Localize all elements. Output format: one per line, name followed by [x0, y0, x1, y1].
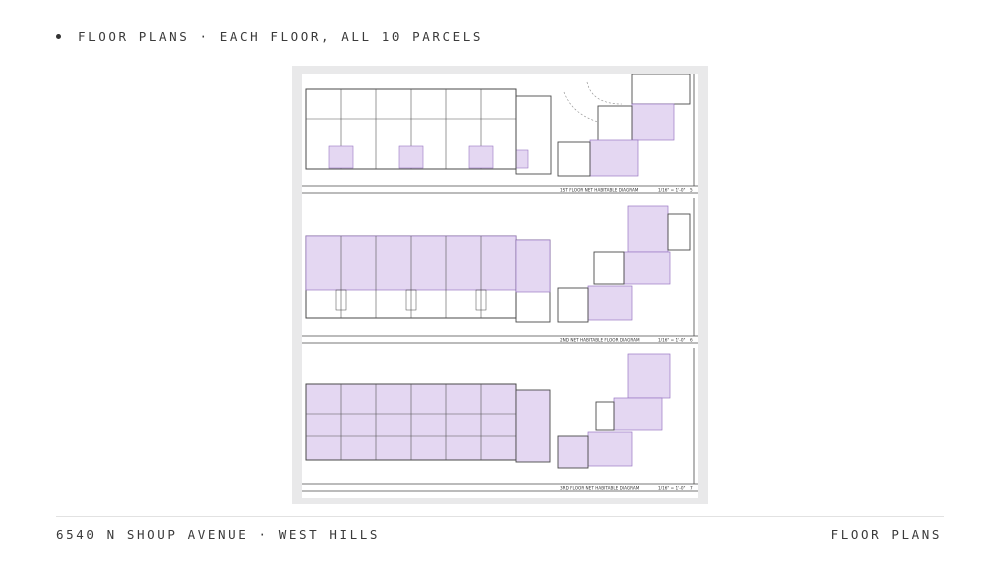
bullet-icon: [56, 34, 61, 39]
header: FLOOR PLANS · EACH FLOOR, ALL 10 PARCELS: [56, 29, 483, 44]
floor-1-panel: 1ST FLOOR NET HABITABLE DIAGRAM 1/16" = …: [302, 74, 698, 194]
floor-1-sheet: 5: [690, 188, 693, 193]
footer-divider: [56, 516, 944, 517]
footer-address: 6540 N SHOUP AVENUE · WEST HILLS: [56, 527, 381, 542]
floor-plan-diagram: 1ST FLOOR NET HABITABLE DIAGRAM 1/16" = …: [302, 74, 698, 498]
floor-2-title: 2ND NET HABITABLE FLOOR DIAGRAM: [560, 338, 640, 343]
floor-3-panel: 3RD FLOOR NET HABITABLE DIAGRAM 1/16" = …: [302, 348, 698, 492]
footer-section-label: FLOOR PLANS: [830, 527, 942, 542]
floor-3-scale: 1/16" = 1'-0": [658, 486, 685, 491]
floor-1-title: 1ST FLOOR NET HABITABLE DIAGRAM: [560, 188, 639, 193]
floor-plan-image: 1ST FLOOR NET HABITABLE DIAGRAM 1/16" = …: [292, 66, 708, 504]
section-title: FLOOR PLANS · EACH FLOOR, ALL 10 PARCELS: [78, 29, 484, 44]
floor-3-sheet: 7: [690, 486, 693, 491]
floor-3-title: 3RD FLOOR NET HABITABLE DIAGRAM: [560, 486, 640, 491]
floor-1-scale: 1/16" = 1'-0": [658, 188, 685, 193]
floor-2-scale: 1/16" = 1'-0": [658, 338, 685, 343]
floor-2-panel: 2ND NET HABITABLE FLOOR DIAGRAM 1/16" = …: [302, 198, 698, 344]
floor-2-sheet: 6: [690, 338, 693, 343]
